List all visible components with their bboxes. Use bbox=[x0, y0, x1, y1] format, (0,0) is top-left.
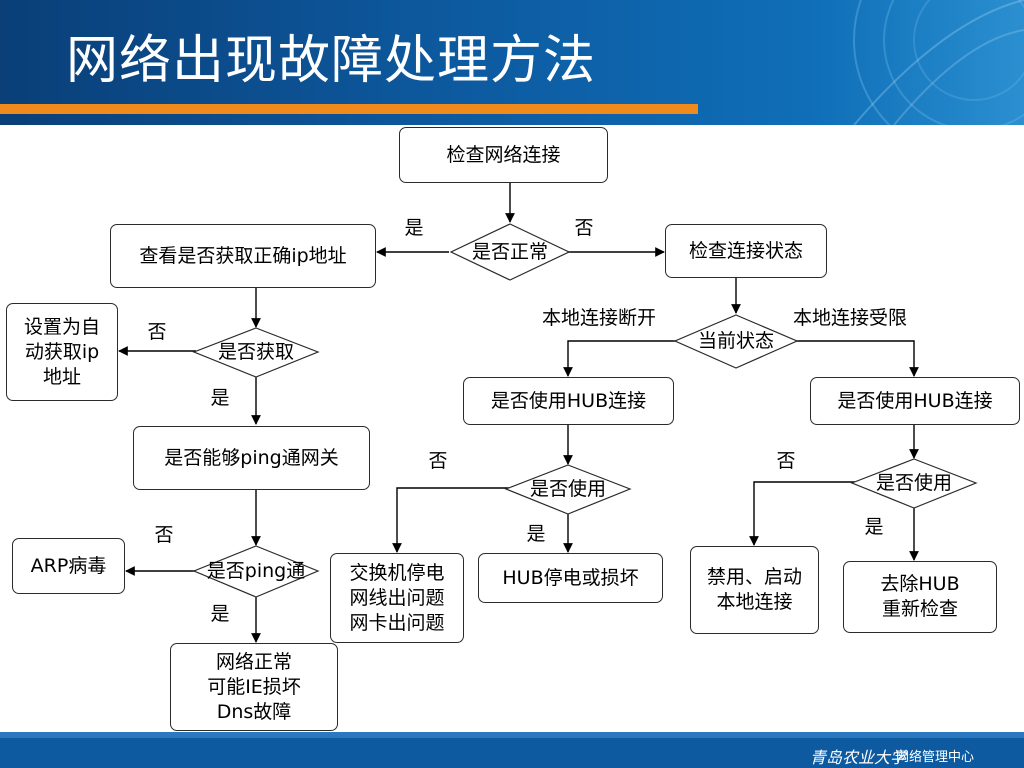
edge-label-no-obtained: 否 bbox=[147, 321, 167, 343]
decorative-globe-pattern bbox=[853, 0, 1024, 125]
node-set-auto-ip: 设置为自 动获取ip 地址 bbox=[6, 303, 118, 401]
node-arp: ARP病毒 bbox=[12, 538, 125, 594]
decision-label-is-normal: 是否正常 bbox=[471, 241, 549, 263]
university-logo: 青岛农业大学 bbox=[809, 748, 906, 767]
node-check-ip: 查看是否获取正确ip地址 bbox=[110, 224, 376, 288]
edge-useright-no bbox=[749, 481, 855, 546]
decision-diamond-is-normal bbox=[449, 223, 571, 281]
footer-text: 网络管理中心 bbox=[895, 750, 974, 765]
footer-strip bbox=[0, 732, 1024, 738]
node-network-ok: 网络正常 可能IE损坏 Dns故障 bbox=[170, 643, 338, 731]
edge-label-local-disconnected: 本地连接断开 bbox=[541, 307, 657, 329]
node-check-status: 检查连接状态 bbox=[665, 224, 827, 278]
edge-state-left bbox=[563, 340, 678, 377]
page-title: 网络出现故障处理方法 bbox=[66, 31, 597, 91]
decision-label-current-state: 当前状态 bbox=[697, 330, 775, 352]
footer-bar bbox=[0, 738, 1024, 768]
decision-diamond-is-ping bbox=[192, 545, 320, 598]
node-switch-issue: 交换机停电 网线出问题 网卡出问题 bbox=[330, 553, 464, 643]
decision-diamond-current-state bbox=[673, 314, 799, 369]
edge-useleft-no bbox=[392, 487, 509, 553]
edge-label-yes-obtained: 是 bbox=[210, 387, 230, 409]
decision-label-is-ping: 是否ping通 bbox=[206, 560, 306, 582]
edge-state-right bbox=[795, 340, 919, 377]
node-ping-gateway: 是否能够ping通网关 bbox=[133, 426, 370, 490]
edge-label-no-use-right: 否 bbox=[776, 450, 796, 472]
decision-label-use-right: 是否使用 bbox=[875, 472, 953, 494]
node-check-network: 检查网络连接 bbox=[399, 127, 608, 183]
decision-label-is-obtained: 是否获取 bbox=[217, 341, 295, 363]
node-hub-power: HUB停电或损坏 bbox=[478, 553, 663, 603]
node-hub-right: 是否使用HUB连接 bbox=[810, 377, 1020, 425]
edge-label-yes-ping: 是 bbox=[210, 603, 230, 625]
decision-diamond-use-right bbox=[850, 458, 978, 509]
edge-label-no-ping: 否 bbox=[154, 524, 174, 546]
decision-diamond-is-obtained bbox=[192, 327, 320, 378]
edge-label-no-top: 否 bbox=[574, 217, 594, 239]
edge-label-yes-use-left: 是 bbox=[526, 523, 546, 545]
edge-label-yes-top: 是 bbox=[404, 217, 424, 239]
edge-label-local-limited: 本地连接受限 bbox=[792, 307, 908, 329]
title-underline-bar bbox=[0, 104, 698, 114]
node-hub-left: 是否使用HUB连接 bbox=[463, 377, 674, 425]
node-remove-hub: 去除HUB 重新检查 bbox=[843, 561, 997, 633]
node-disable-enable: 禁用、启动 本地连接 bbox=[690, 546, 819, 634]
edge-label-yes-use-right: 是 bbox=[864, 516, 884, 538]
decision-diamond-use-left bbox=[504, 464, 632, 515]
decision-label-use-left: 是否使用 bbox=[529, 478, 607, 500]
edge-label-no-use-left: 否 bbox=[428, 450, 448, 472]
